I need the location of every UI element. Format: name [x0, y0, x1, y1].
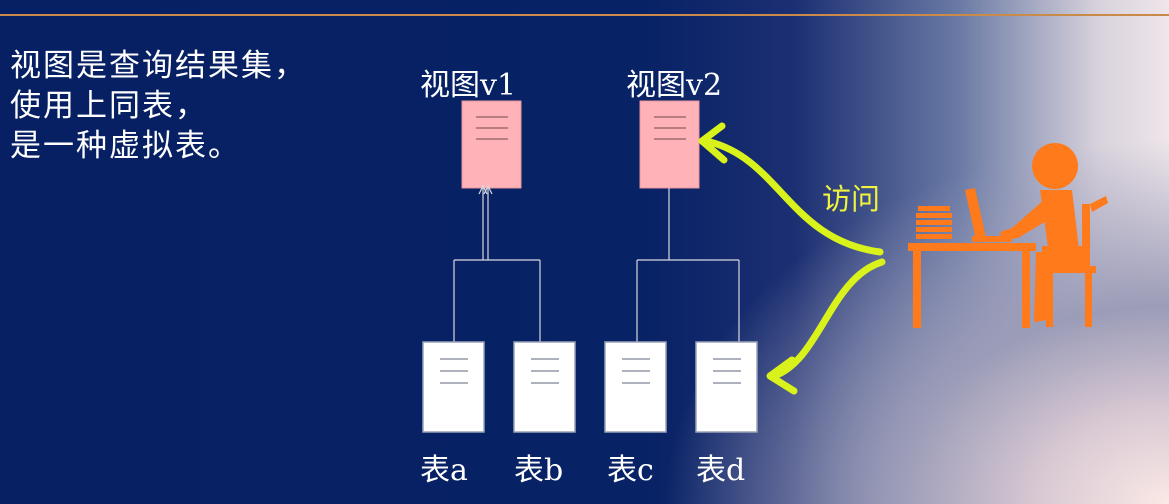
- laptop-icon: [965, 188, 1012, 242]
- access-arrow-to-view-v2: [698, 122, 884, 256]
- table-c-box: [604, 341, 667, 433]
- table-a-label: 表a: [420, 453, 468, 488]
- v1-connector: [453, 184, 541, 342]
- person-at-desk-icon: [908, 143, 1108, 328]
- title-divider: [0, 14, 1169, 16]
- book-stack-icon: [916, 206, 952, 239]
- intro-line-3: 是一种虚拟表。: [10, 128, 241, 164]
- table-a-box: [422, 341, 485, 433]
- v2-connector: [636, 188, 740, 342]
- intro-text: 视图是查询结果集， 使用上同表， 是一种虚拟表。: [10, 46, 307, 166]
- table-d-label: 表d: [696, 453, 746, 488]
- table-b-box: [513, 341, 576, 433]
- intro-line-2: 使用上同表，: [10, 88, 208, 124]
- access-arrow-to-table-d: [766, 258, 886, 395]
- table-d-box: [695, 341, 758, 433]
- table-b-label: 表b: [514, 453, 564, 488]
- access-label: 访问: [822, 182, 881, 216]
- view-v1-box: [461, 100, 522, 189]
- view-v2-label: 视图v2: [626, 68, 723, 103]
- view-v1-label: 视图v1: [420, 68, 517, 103]
- intro-line-1: 视图是查询结果集，: [10, 48, 307, 84]
- view-v2-box: [639, 100, 700, 189]
- table-c-label: 表c: [607, 453, 654, 488]
